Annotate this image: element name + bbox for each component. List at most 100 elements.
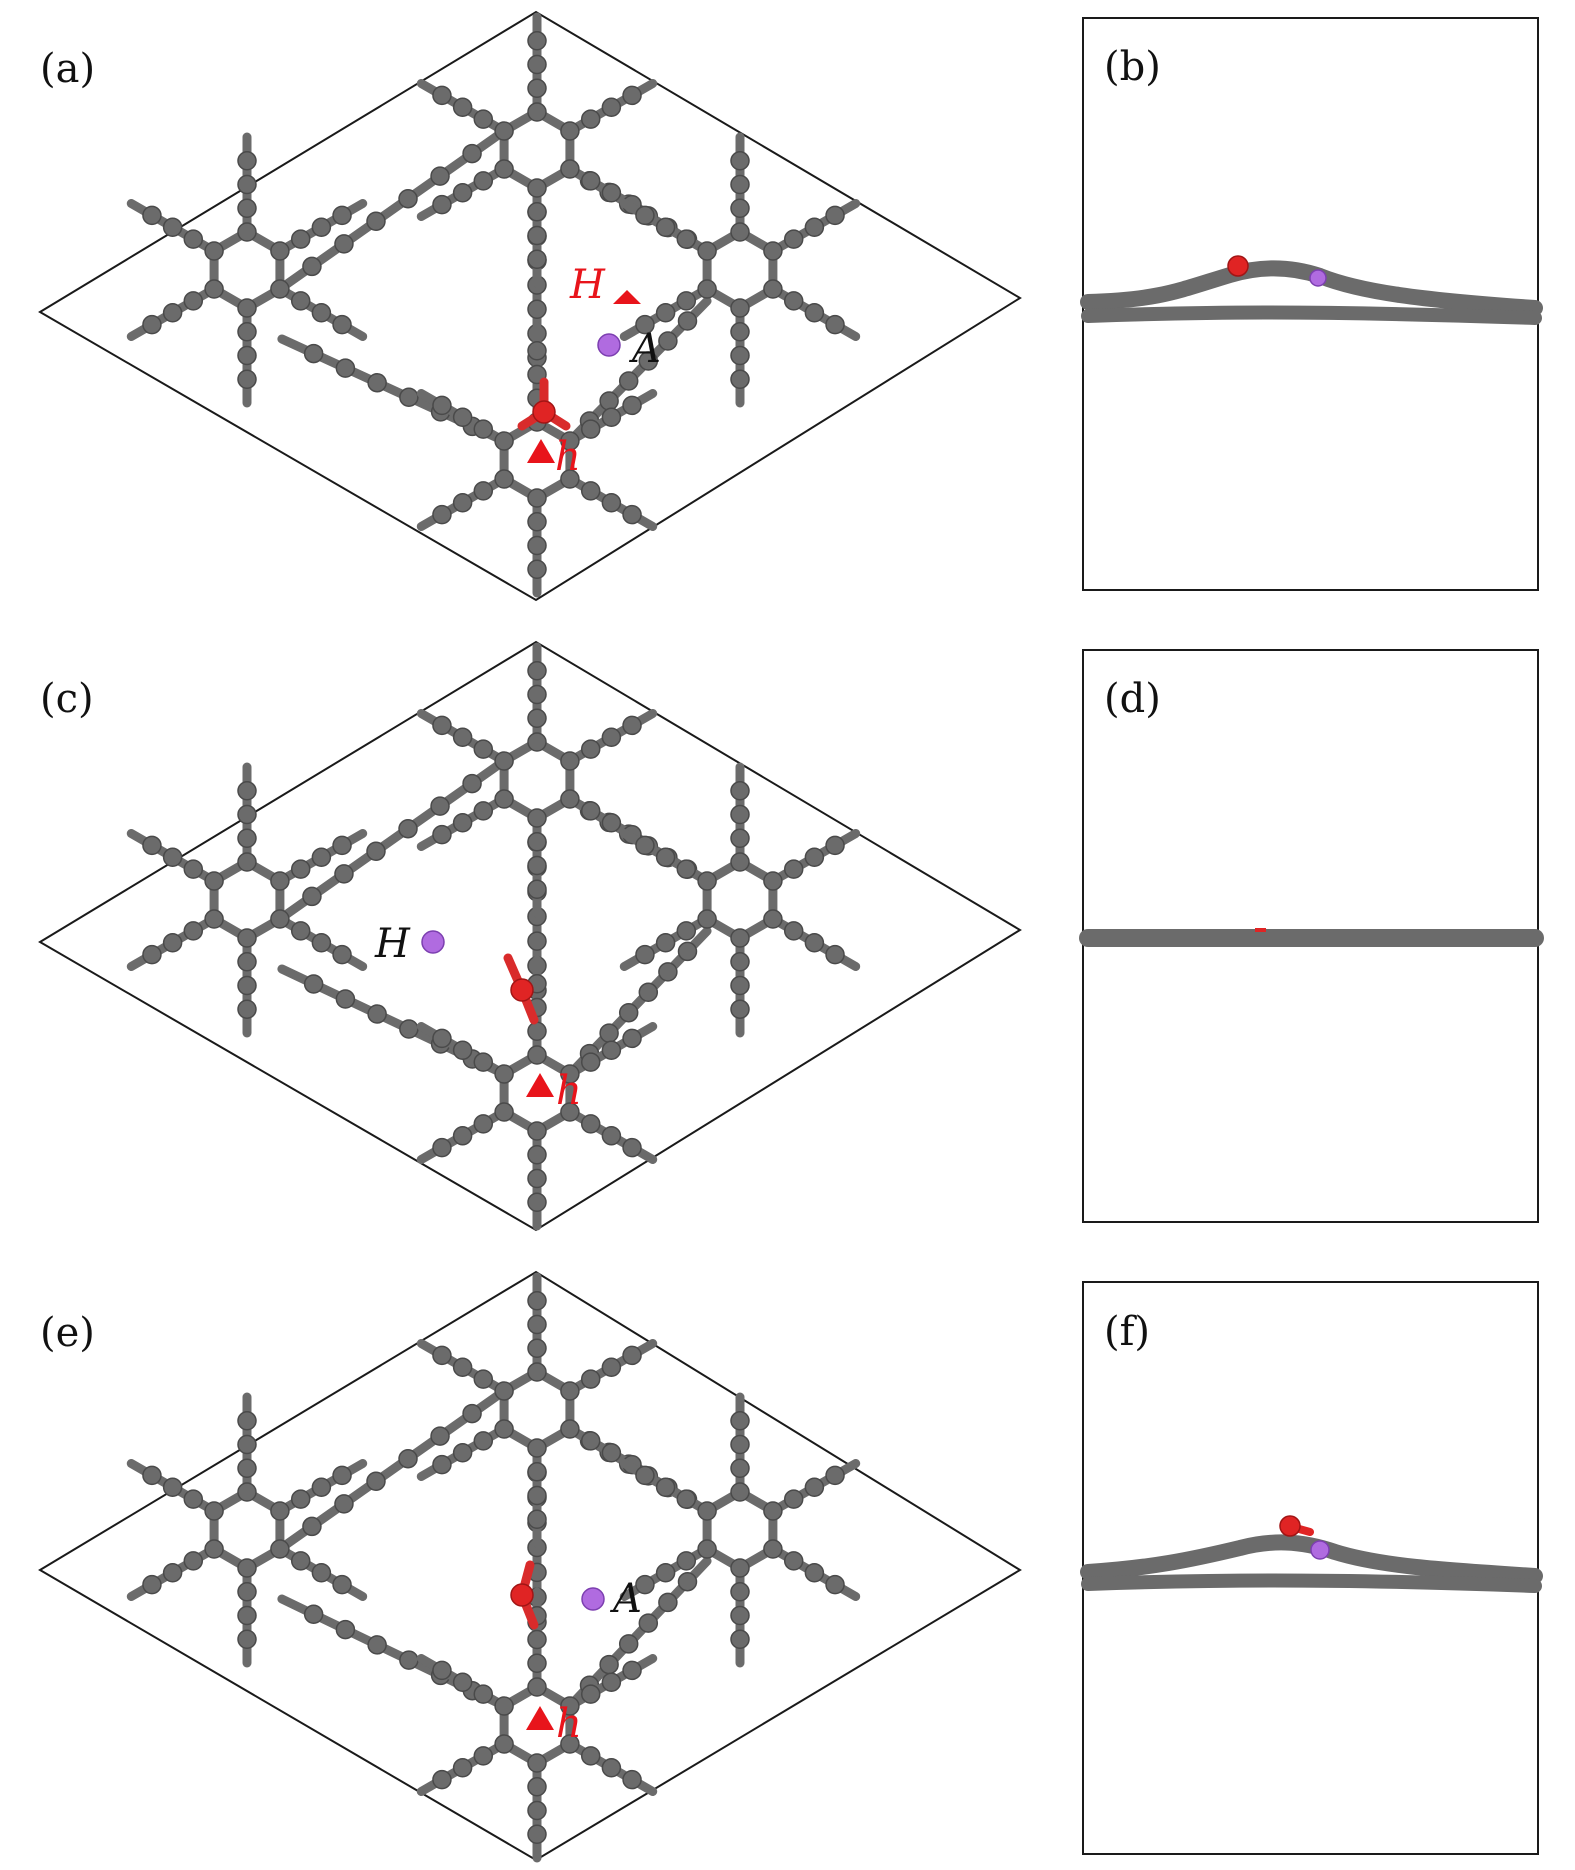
carbon-atom bbox=[560, 1381, 580, 1401]
carbon-atom bbox=[560, 431, 580, 451]
carbon-atom bbox=[622, 1660, 642, 1681]
carbon-atom bbox=[237, 1482, 257, 1502]
carbon-atom bbox=[730, 174, 750, 195]
carbon-atom bbox=[601, 1126, 622, 1146]
lithium-side-b bbox=[1309, 269, 1327, 287]
carbon-atom bbox=[335, 1619, 356, 1640]
carbon-atom bbox=[494, 159, 514, 179]
unit-cell-c bbox=[38, 640, 1022, 1232]
carbon-atom bbox=[730, 1605, 750, 1626]
carbon-atom bbox=[655, 933, 676, 953]
carbon-atom bbox=[452, 1126, 473, 1146]
carbon-atom bbox=[730, 928, 750, 948]
carbon-atom bbox=[804, 1477, 825, 1497]
carbon-atom bbox=[473, 739, 494, 759]
carbon-atom bbox=[142, 1574, 162, 1595]
carbon-atom bbox=[560, 159, 580, 179]
carbon-atom bbox=[452, 183, 473, 203]
carbon-atom bbox=[527, 535, 547, 556]
carbon-atom bbox=[237, 151, 257, 171]
carbon-atom bbox=[658, 1592, 678, 1613]
site-label-H-c: H bbox=[374, 921, 411, 967]
carbon-atom bbox=[473, 109, 494, 129]
carbon-atom bbox=[237, 198, 257, 218]
carbon-atom bbox=[290, 921, 311, 941]
carbon-atom bbox=[311, 217, 332, 237]
carbon-atom bbox=[527, 78, 547, 98]
carbon-atom bbox=[560, 1102, 580, 1122]
carbon-atom bbox=[290, 291, 311, 311]
unit-cell-e bbox=[38, 1270, 1022, 1862]
carbon-atom bbox=[601, 1672, 622, 1692]
carbon-atom bbox=[398, 188, 418, 209]
carbon-atom bbox=[527, 178, 547, 198]
carbon-atom bbox=[730, 999, 750, 1019]
carbon-atom bbox=[527, 879, 547, 899]
carbon-atom bbox=[237, 369, 257, 389]
carbon-atom bbox=[183, 291, 204, 311]
carbon-atom bbox=[730, 369, 750, 389]
carbon-atom bbox=[473, 1746, 494, 1766]
carbon-atom bbox=[783, 921, 804, 941]
carbon-atom bbox=[270, 1501, 290, 1521]
carbon-atom bbox=[162, 1563, 183, 1583]
site-marker-h-a bbox=[527, 439, 555, 463]
carbon-atom bbox=[804, 933, 825, 953]
site-label-h-e: h bbox=[556, 1701, 582, 1747]
carbon-atom bbox=[638, 1613, 659, 1633]
carbon-atom bbox=[452, 1672, 473, 1692]
carbon-atom bbox=[183, 1551, 204, 1571]
carbon-atom bbox=[237, 928, 257, 948]
carbon-atom bbox=[432, 504, 452, 525]
panel-label-c: (c) bbox=[40, 676, 94, 722]
carbon-atom bbox=[697, 871, 717, 891]
carbon-atom bbox=[452, 1040, 473, 1060]
carbon-atom bbox=[804, 1563, 825, 1583]
carbon-framework-e bbox=[126, 1272, 861, 1863]
carbon-atom bbox=[473, 1431, 494, 1451]
carbon-atom bbox=[237, 1458, 257, 1478]
carbon-atom bbox=[237, 852, 257, 872]
carbon-atom bbox=[432, 1137, 452, 1158]
carbon-atom bbox=[473, 1369, 494, 1389]
panel-label-e: (e) bbox=[40, 1310, 95, 1356]
carbon-atom bbox=[730, 1482, 750, 1502]
panel-e: (e) A h bbox=[38, 1270, 1022, 1863]
carbon-atom bbox=[560, 469, 580, 489]
carbon-atom bbox=[527, 299, 547, 319]
carbon-atom bbox=[237, 804, 257, 825]
carbon-atom bbox=[183, 859, 204, 879]
side-sheet-d bbox=[1079, 928, 1544, 947]
carbon-atom bbox=[527, 1045, 547, 1065]
carbon-atom bbox=[527, 341, 547, 361]
carbon-atom bbox=[730, 852, 750, 872]
carbon-atom bbox=[580, 1052, 601, 1072]
carbon-atom bbox=[142, 314, 162, 335]
carbon-atom bbox=[452, 407, 473, 427]
carbon-atom bbox=[494, 1064, 514, 1084]
carbon-framework-a bbox=[126, 12, 861, 598]
carbon-atom bbox=[580, 171, 601, 191]
carbon-atom bbox=[527, 1314, 547, 1335]
carbon-atom bbox=[622, 504, 642, 525]
carbon-atom bbox=[783, 1489, 804, 1509]
carbon-atom bbox=[237, 999, 257, 1019]
panel-c: (c) H h bbox=[38, 640, 1022, 1232]
carbon-atom bbox=[367, 1635, 387, 1655]
oxygen-dopant-a bbox=[517, 377, 571, 431]
carbon-atom bbox=[763, 1501, 783, 1521]
carbon-atom bbox=[237, 1434, 257, 1455]
carbon-atom bbox=[432, 85, 452, 106]
carbon-atom bbox=[730, 1458, 750, 1478]
carbon-atom bbox=[580, 419, 601, 439]
carbon-atom bbox=[763, 871, 783, 891]
lithium-atom-a bbox=[597, 333, 621, 357]
carbon-atom bbox=[367, 1004, 387, 1024]
carbon-atom bbox=[204, 1539, 224, 1559]
carbon-atom bbox=[142, 835, 162, 856]
carbon-atom bbox=[580, 1369, 601, 1389]
carbon-atom bbox=[367, 372, 387, 393]
carbon-atom bbox=[204, 279, 224, 299]
carbon-atom bbox=[804, 303, 825, 323]
carbon-atom bbox=[302, 886, 322, 907]
